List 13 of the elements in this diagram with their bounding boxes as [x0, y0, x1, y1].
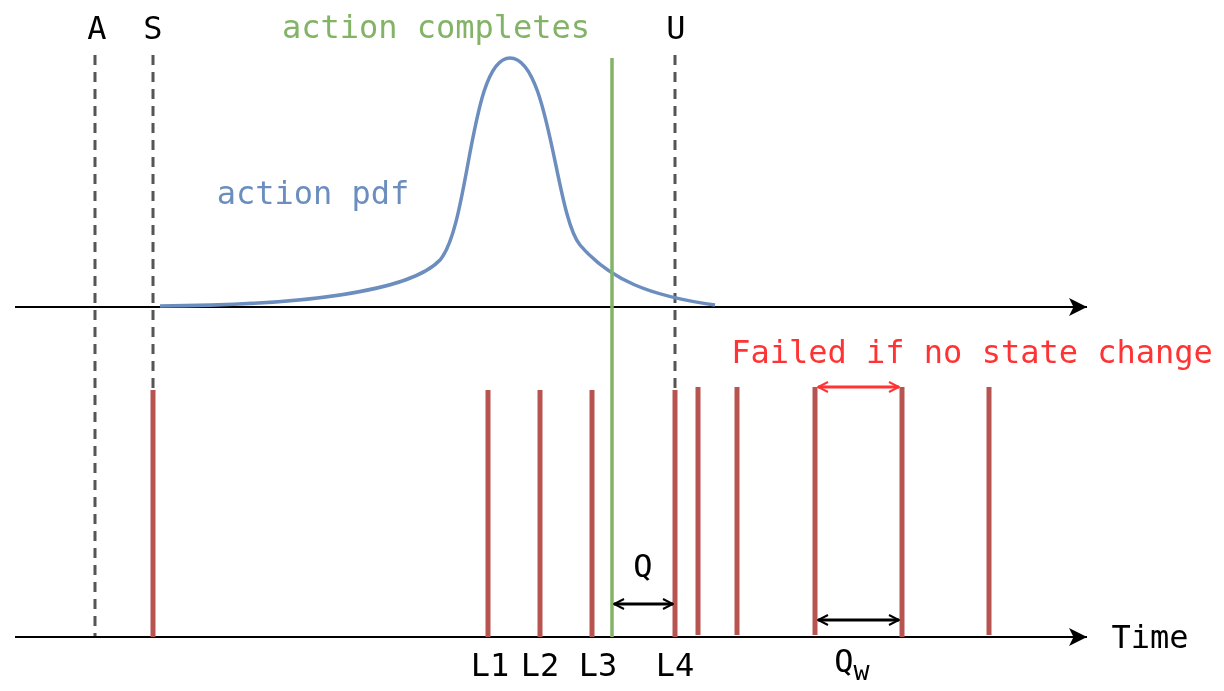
curve-label: action pdf [216, 177, 410, 209]
tick-label: L2 [520, 649, 560, 681]
tick-label: L1 [470, 649, 510, 681]
line-label: U [666, 12, 686, 44]
dimension-label: Q [633, 550, 653, 582]
axis-label: Time [1111, 621, 1189, 653]
line-label: A [87, 12, 107, 44]
line-label: S [143, 12, 163, 44]
dimension-label: Q$_{w}$ [834, 645, 870, 685]
tick-label: L3 [578, 649, 618, 681]
line-label: action completes [281, 11, 591, 43]
tick-label: L4 [655, 649, 695, 681]
annotation-text: Failed if no state change [731, 336, 1213, 368]
